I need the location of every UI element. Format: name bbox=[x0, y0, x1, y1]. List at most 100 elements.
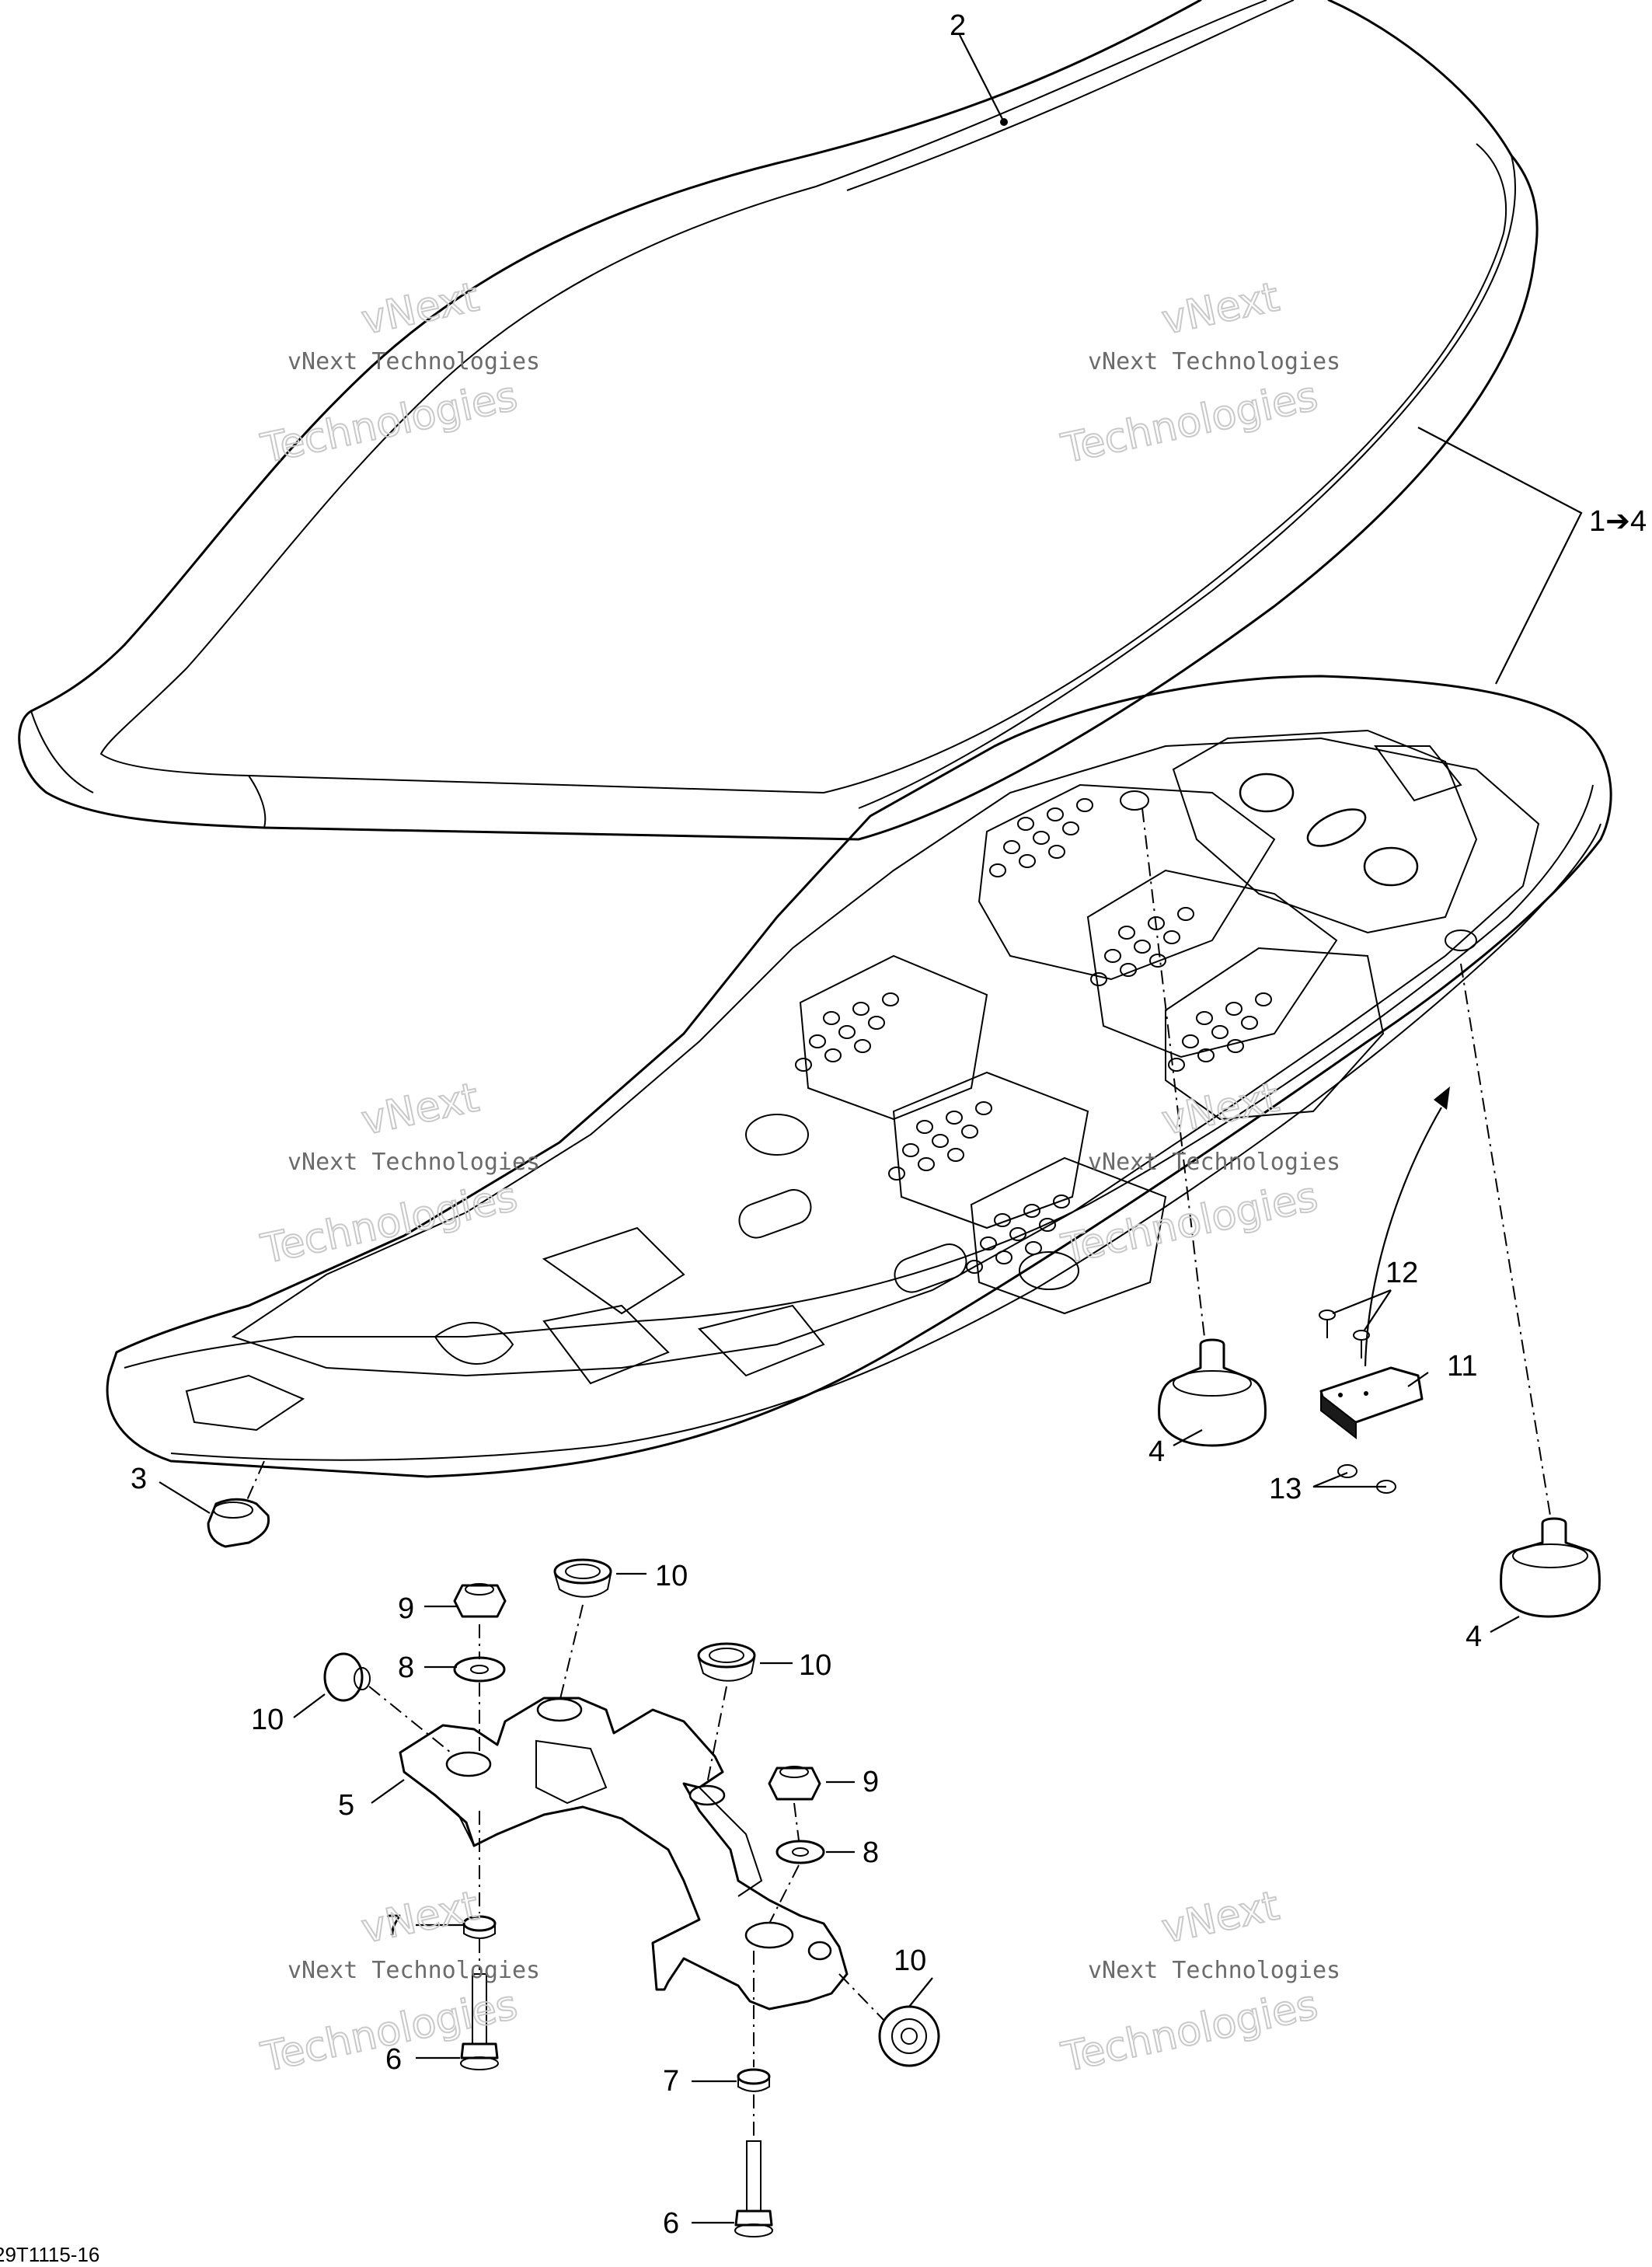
callout-grommet-b: 10 bbox=[799, 1649, 831, 1682]
bracket bbox=[399, 1697, 849, 2011]
pad-hole bbox=[918, 1157, 935, 1171]
pad-hole bbox=[868, 1016, 885, 1030]
spacer-b bbox=[737, 2068, 771, 2092]
pad-hole bbox=[1047, 807, 1064, 821]
pad-hole bbox=[1033, 831, 1050, 845]
svg-text:vNext Technologies: vNext Technologies bbox=[1088, 1149, 1340, 1176]
nut-b bbox=[768, 1766, 821, 1801]
pad-hole bbox=[1255, 992, 1272, 1006]
washer-b bbox=[775, 1840, 825, 1864]
callout-rear-bumper: 3 bbox=[131, 1463, 147, 1495]
callout-front-bumper-a: 4 bbox=[1148, 1435, 1165, 1468]
grommet-c bbox=[323, 1652, 371, 1702]
callout-latch-nuts: 13 bbox=[1269, 1473, 1302, 1505]
callout-latch: 11 bbox=[1447, 1350, 1477, 1383]
callout-screw-b: 6 bbox=[663, 2207, 679, 2240]
arrow-head bbox=[1434, 1086, 1450, 1110]
pad-hole bbox=[1076, 798, 1093, 812]
pad-hole bbox=[1003, 840, 1020, 854]
pad-hole bbox=[852, 1002, 870, 1016]
latch-screws bbox=[1319, 1310, 1370, 1358]
pad-hole bbox=[994, 1213, 1011, 1227]
front-bumper-b bbox=[1500, 1517, 1601, 1618]
grommet-a bbox=[553, 1558, 612, 1598]
svg-text:vNext: vNext bbox=[1158, 274, 1283, 344]
latch-nuts bbox=[1337, 1464, 1396, 1494]
svg-text:Technologies: Technologies bbox=[257, 1174, 521, 1273]
pad-hole bbox=[1090, 972, 1107, 986]
pad-hole bbox=[1134, 940, 1151, 954]
pad-hole bbox=[1241, 1016, 1258, 1030]
callout-spacer-a: 7 bbox=[385, 1910, 402, 1942]
alignment-lines bbox=[246, 807, 1551, 2137]
pad-hole bbox=[1023, 1204, 1040, 1218]
svg-text:Technologies: Technologies bbox=[1058, 1174, 1322, 1273]
pad-hole bbox=[1163, 930, 1180, 944]
svg-text:vNext Technologies: vNext Technologies bbox=[1088, 1957, 1340, 1984]
pad-hole bbox=[1197, 1048, 1215, 1062]
pad-hole bbox=[966, 1260, 983, 1274]
pad-hole bbox=[1053, 1195, 1070, 1208]
callout-latch-screws: 12 bbox=[1385, 1257, 1418, 1289]
callout-seat-cover: 2 bbox=[950, 9, 966, 42]
callout-front-bumper-b: 4 bbox=[1466, 1620, 1482, 1653]
pad-hole bbox=[882, 992, 899, 1006]
seat-base-pad-holes bbox=[795, 798, 1272, 1274]
callout-washer-b: 8 bbox=[863, 1836, 879, 1869]
pad-hole bbox=[975, 1101, 992, 1115]
pad-hole bbox=[888, 1167, 905, 1181]
pad-hole bbox=[1048, 845, 1065, 859]
pad-hole bbox=[854, 1039, 871, 1053]
svg-text:vNext: vNext bbox=[1158, 1074, 1283, 1144]
pad-hole bbox=[932, 1134, 949, 1148]
pad-hole bbox=[1149, 954, 1166, 968]
callout-grommet-a: 10 bbox=[655, 1560, 688, 1592]
svg-text:vNext Technologies: vNext Technologies bbox=[288, 1149, 540, 1176]
pad-hole bbox=[1168, 1058, 1185, 1072]
pad-hole bbox=[980, 1236, 997, 1250]
pad-hole bbox=[1017, 817, 1034, 831]
watermark: vNext vNext Technologies Technologies bbox=[256, 273, 540, 473]
callout-washer-a: 8 bbox=[398, 1651, 414, 1684]
callout-labels: 2 1➔4 3 4 4 12 11 13 9 8 10 10 10 5 9 8 … bbox=[131, 9, 1647, 2240]
spacer-a bbox=[462, 1915, 497, 1939]
callout-grommet-d: 10 bbox=[894, 1944, 926, 1977]
callout-bracket: 5 bbox=[338, 1789, 354, 1822]
watermark: vNext vNext Technologies Technologies bbox=[1057, 1073, 1340, 1274]
pad-hole bbox=[1196, 1011, 1213, 1025]
pad-hole bbox=[1182, 1034, 1199, 1048]
pad-hole bbox=[823, 1011, 840, 1025]
pad-hole bbox=[795, 1058, 812, 1072]
callout-nut-b: 9 bbox=[863, 1766, 879, 1798]
svg-text:vNext Technologies: vNext Technologies bbox=[288, 348, 540, 375]
pad-hole bbox=[947, 1148, 964, 1162]
svg-text:Technologies: Technologies bbox=[1058, 373, 1322, 473]
pad-hole bbox=[1104, 949, 1121, 963]
pad-hole bbox=[961, 1125, 978, 1139]
latch bbox=[1319, 1366, 1424, 1440]
svg-text:vNext: vNext bbox=[357, 1074, 483, 1144]
pad-hole bbox=[809, 1034, 826, 1048]
watermark: vNext vNext Technologies Technologies bbox=[1057, 1882, 1340, 2082]
callout-spacer-b: 7 bbox=[663, 2065, 679, 2098]
svg-text:vNext: vNext bbox=[357, 274, 483, 344]
pad-hole bbox=[1177, 907, 1194, 921]
pad-hole bbox=[1227, 1039, 1244, 1053]
callout-nut-a: 9 bbox=[398, 1592, 414, 1625]
pad-hole bbox=[1025, 1241, 1042, 1255]
screw-b bbox=[734, 2140, 773, 2237]
pad-hole bbox=[995, 1250, 1012, 1264]
leader-lines bbox=[159, 34, 1583, 2224]
pad-hole bbox=[1019, 854, 1036, 868]
watermark: vNext vNext Technologies Technologies bbox=[1057, 273, 1340, 473]
pad-hole bbox=[1039, 1218, 1056, 1232]
callout-screw-a: 6 bbox=[385, 2043, 402, 2076]
nut-a bbox=[453, 1583, 507, 1618]
grommet-d bbox=[878, 2005, 940, 2067]
latch-install-arrow bbox=[1364, 1107, 1442, 1367]
svg-text:Technologies: Technologies bbox=[257, 373, 521, 473]
pad-hole bbox=[838, 1025, 856, 1039]
callout-grommet-c: 10 bbox=[251, 1704, 284, 1736]
pad-hole bbox=[1062, 821, 1079, 835]
